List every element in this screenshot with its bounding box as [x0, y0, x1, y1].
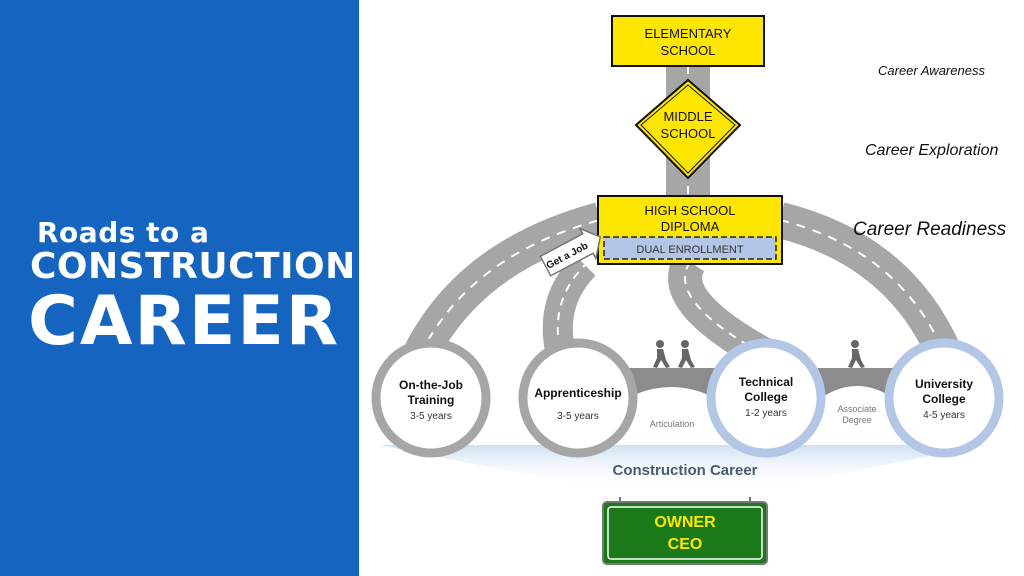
elementary-school-sign [611, 15, 765, 67]
owner-ceo-sign [602, 501, 768, 565]
middle-school-line-1: MIDDLE [663, 109, 712, 124]
path-technical-name-1: Technical [739, 375, 793, 389]
bridge-articulation-label: Articulation [650, 419, 695, 429]
path-ojt-years: 3-5 years [410, 411, 452, 422]
owner-label: OWNER [654, 514, 716, 531]
bridge-associate-label-1: Associate [837, 404, 876, 414]
ceo-label: CEO [668, 536, 703, 553]
get-a-job-arrow: Get a Job [539, 227, 602, 277]
elementary-school-line-2: SCHOOL [661, 43, 716, 58]
stage-career-awareness: Career Awareness [878, 63, 985, 78]
career-funnel-glow [380, 445, 985, 490]
high-school-line-2: DIPLOMA [661, 219, 720, 234]
stage-career-exploration: Career Exploration [865, 142, 999, 159]
elementary-school-line-1: ELEMENTARY [645, 26, 732, 41]
stage-career-readiness: Career Readiness [853, 219, 1007, 240]
dual-enrollment-box [603, 236, 777, 260]
path-circle-technical [706, 338, 826, 458]
path-circle-ojt [371, 338, 491, 458]
path-university-years: 4-5 years [923, 410, 965, 421]
title-line-2: CONSTRUCTION [30, 246, 356, 287]
construction-career-label: Construction Career [612, 462, 757, 479]
walker-icon [653, 340, 865, 368]
road-apprenticeship [542, 254, 596, 353]
path-university-name-2: College [922, 392, 966, 406]
left-title-panel: Roads to a CONSTRUCTION CAREER [0, 0, 359, 576]
path-circle-apprenticeship [518, 338, 638, 458]
title-line-1: Roads to a [37, 216, 210, 249]
bridge-associate-label-2: Degree [842, 415, 872, 425]
path-apprenticeship-name: Apprenticeship [534, 386, 621, 400]
path-ojt-name-2: Training [408, 393, 455, 407]
path-apprenticeship-years: 3-5 years [557, 411, 599, 422]
path-university-name-1: University [915, 377, 973, 391]
path-technical-years: 1-2 years [745, 408, 787, 419]
title-line-3: CAREER [28, 282, 341, 361]
middle-school-line-2: SCHOOL [661, 126, 716, 141]
bridge-articulation [620, 368, 722, 402]
middle-school-sign [634, 78, 742, 180]
bridge-associate-degree [818, 368, 896, 400]
path-circle-university [884, 338, 1004, 458]
high-school-line-1: HIGH SCHOOL [644, 203, 735, 218]
path-ojt-name-1: On-the-Job [399, 378, 463, 392]
path-technical-name-2: College [744, 390, 788, 404]
dual-enrollment-label: DUAL ENROLLMENT [636, 244, 743, 256]
